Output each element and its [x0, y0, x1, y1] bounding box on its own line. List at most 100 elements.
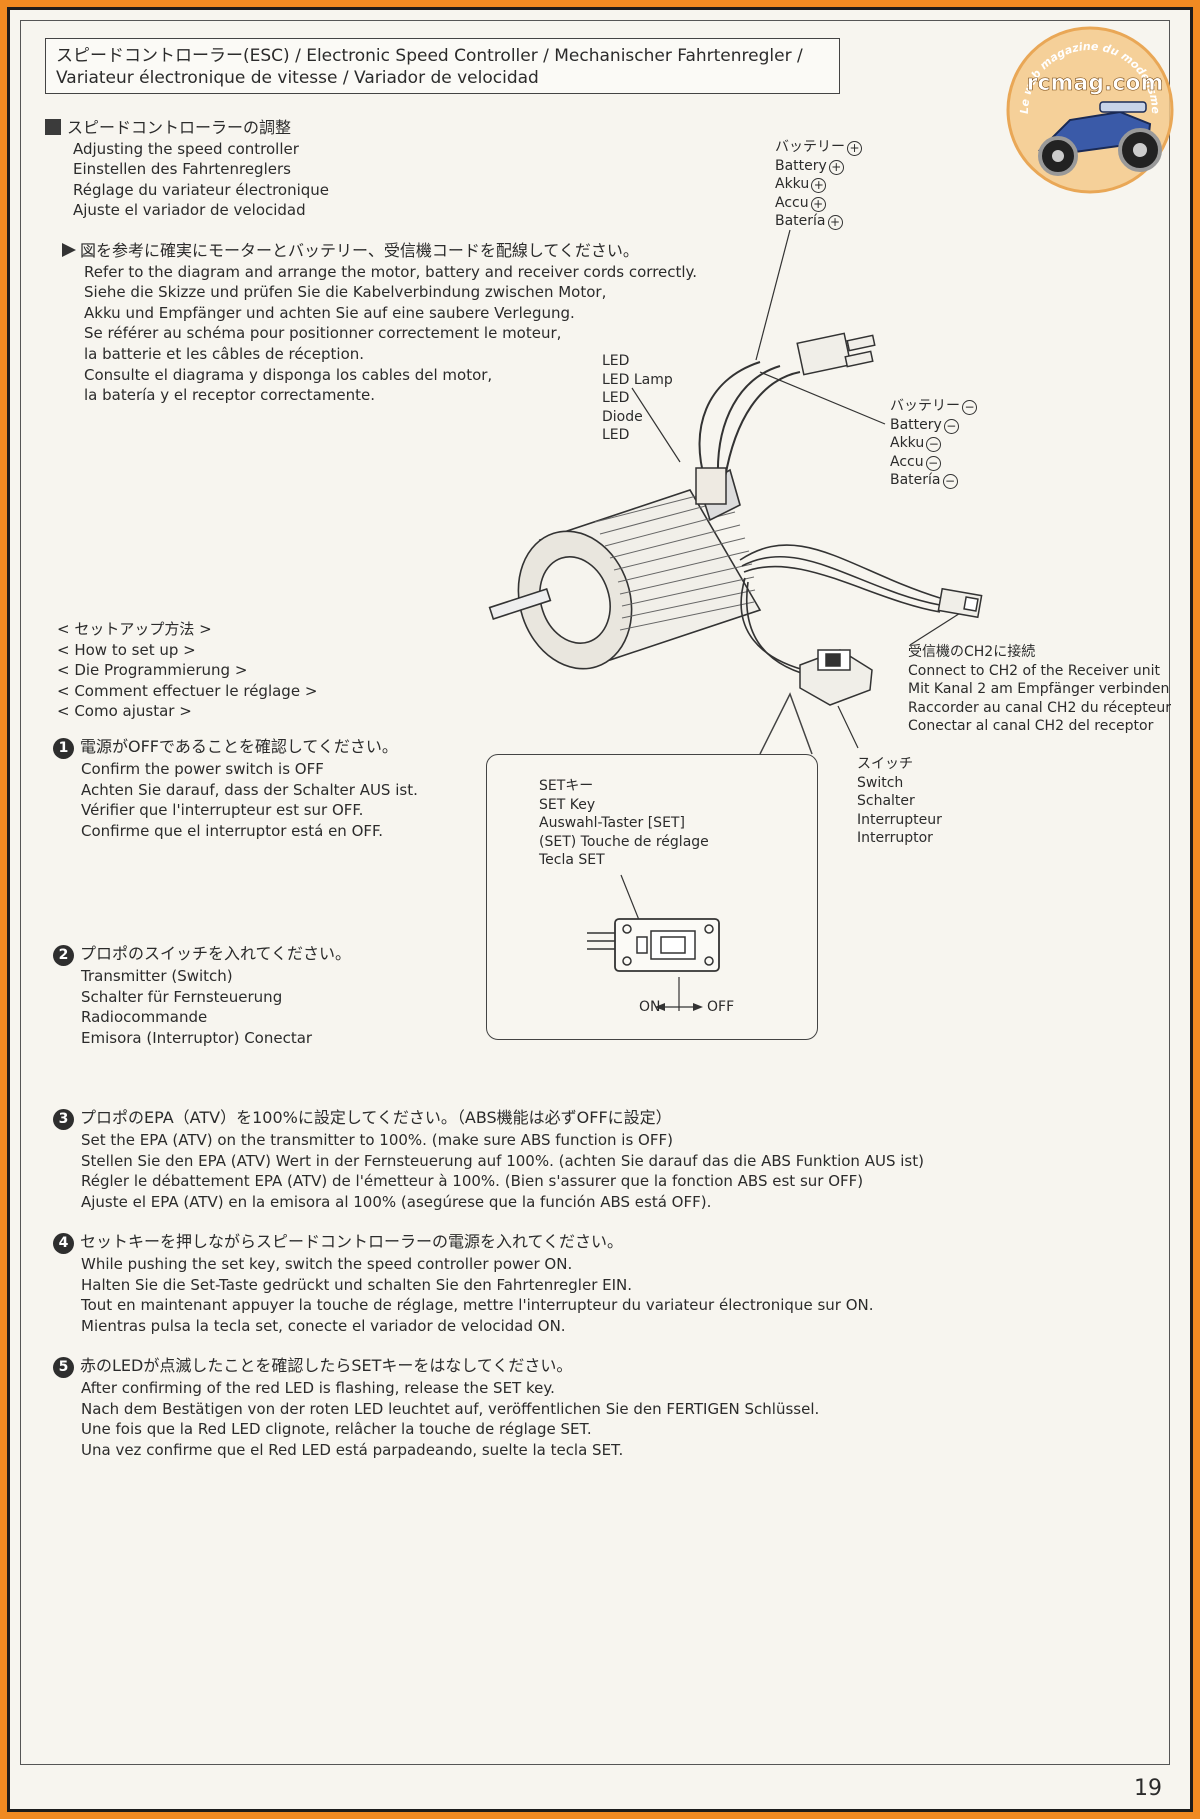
switch-label-line: Interrupteur [857, 811, 942, 828]
wiring-note-line: Se référer au schéma pour positionner co… [84, 324, 562, 343]
step-heading: 電源がOFFであることを確認してください。 [80, 737, 398, 756]
step-number-badge: 3 [53, 1109, 74, 1130]
setup-line: < How to set up > [57, 640, 196, 659]
adjust-heading: スピードコントローラーの調整 [67, 118, 292, 137]
plus-icon: + [847, 141, 862, 156]
step-heading: セットキーを押しながらスピードコントローラーの電源を入れてください。 [80, 1232, 624, 1251]
step-line: Transmitter (Switch) [81, 967, 233, 985]
adjust-line: Réglage du variateur électronique [73, 180, 330, 199]
set-key-label-line: Tecla SET [539, 852, 605, 868]
switch-label-line: Interruptor [857, 830, 933, 846]
switch-box-icon [799, 649, 873, 706]
leader-lines [619, 229, 966, 941]
receiver-label: 受信機のCH2に接続 Connect to CH2 of the Receive… [908, 643, 1171, 736]
triangle-bullet-icon [62, 243, 76, 257]
receiver-label-line: Raccorder au canal CH2 du récepteur [908, 699, 1172, 716]
set-key-label-line: (SET) Touche de réglage [539, 833, 709, 850]
receiver-label-line: Conectar al canal CH2 del receptor [908, 718, 1154, 734]
adjust-line: Adjusting the speed controller [73, 139, 299, 158]
rcmag-logo: Le web magazine du modelisme rcmag.com [1000, 20, 1180, 200]
plus-icon: + [828, 159, 844, 175]
adjust-line: Einstellen des Fahrtenreglers [73, 160, 291, 179]
setup-line: < Comment effectuer le réglage > [57, 681, 318, 700]
setup-heading: < セットアップ方法 > < How to set up > < Die Pro… [57, 619, 317, 722]
step-1: 1 電源がOFFであることを確認してください。 Confirm the power… [53, 737, 418, 841]
minus-icon: − [942, 474, 958, 489]
minus-icon: − [962, 400, 977, 415]
square-bullet-icon [45, 119, 61, 135]
receiver-label-line: 受信機のCH2に接続 [908, 644, 1036, 660]
led-icon [695, 467, 727, 505]
battery-minus-item: Battery [890, 416, 942, 433]
led-label-line: LED [602, 427, 630, 443]
plus-icon: + [811, 178, 827, 193]
step-line: Tout en maintenant appuyer la touche de … [81, 1296, 874, 1315]
receiver-plug-icon [937, 587, 983, 619]
step-number-badge: 4 [53, 1233, 74, 1254]
logo-brand: rcmag.com [1027, 71, 1164, 96]
set-key-label-line: SETキー [539, 778, 594, 794]
led-label-line: LED [602, 353, 630, 369]
battery-plus-item: Batería [775, 213, 826, 229]
wiring-note-line: Akku und Empfänger und achten Sie auf ei… [84, 303, 575, 322]
wiring-note-line: Refer to the diagram and arrange the mot… [84, 262, 698, 281]
page-title: スピードコントローラー(ESC) / Electronic Speed Cont… [45, 38, 840, 94]
plus-icon: + [827, 215, 843, 230]
battery-minus-item: Akku [890, 435, 925, 451]
set-key-callout: SETキー SET Key Auswahl-Taster [SET] (SET)… [486, 754, 818, 1040]
battery-wires [698, 361, 801, 481]
step-line: Stellen Sie den EPA (ATV) Wert in der Fe… [81, 1151, 924, 1170]
step-4: 4 セットキーを押しながらスピードコントローラーの電源を入れてください。 Whil… [53, 1232, 874, 1336]
step-number-badge: 5 [53, 1357, 74, 1378]
minus-icon: − [926, 437, 942, 452]
wiring-note-line: Consulte el diagrama y disponga los cabl… [84, 365, 493, 384]
plus-icon: + [810, 196, 826, 212]
battery-minus-jp: バッテリー [890, 398, 960, 414]
battery-plus-label: バッテリー+ Battery+ Akku+ Accu+ Batería+ [775, 138, 862, 231]
minus-icon: − [943, 418, 959, 434]
step-line: Achten Sie darauf, dass der Schalter AUS… [81, 780, 418, 799]
minus-icon: − [925, 455, 941, 471]
set-key-label: SETキー SET Key Auswahl-Taster [SET] (SET)… [539, 777, 709, 870]
step-line: Confirm the power switch is OFF [81, 760, 324, 778]
switch-label-line: Schalter [857, 793, 915, 809]
step-line: Emisora (Interruptor) Conectar [81, 1028, 313, 1047]
setup-line: < セットアップ方法 > [57, 620, 212, 638]
wiring-note-line: la batterie et les câbles de réception. [84, 344, 365, 363]
step-line: While pushing the set key, switch the sp… [81, 1255, 573, 1273]
step-line: Halten Sie die Set-Taste gedrückt und sc… [81, 1275, 633, 1294]
step-line: Radiocommande [81, 1008, 208, 1027]
step-line: Schalter für Fernsteuerung [81, 987, 283, 1006]
switch-label-line: スイッチ [857, 756, 913, 772]
battery-minus-item: Batería [890, 472, 941, 488]
title-line-2: Variateur électronique de vitesse / Vari… [56, 68, 539, 88]
switch-closeup-icon [587, 874, 720, 1011]
step-number-badge: 1 [53, 738, 74, 759]
setup-line: < Die Programmierung > [57, 661, 248, 680]
battery-plus-item: Battery [775, 157, 827, 174]
battery-connector-icon [796, 332, 876, 376]
led-label-line: Diode [602, 408, 643, 425]
led-label-line: LED Lamp [602, 371, 673, 388]
step-line: After confirming of the red LED is flash… [81, 1379, 555, 1397]
step-line: Una vez confirme que el Red LED está par… [81, 1440, 624, 1459]
step-line: Set the EPA (ATV) on the transmitter to … [81, 1131, 673, 1149]
battery-plus-jp: バッテリー [775, 139, 845, 155]
wiring-note-line: Siehe die Skizze und prüfen Sie die Kabe… [84, 283, 607, 302]
page-border [20, 20, 1170, 1765]
motor-icon [488, 468, 762, 670]
set-key-label-line: Auswahl-Taster [SET] [539, 815, 685, 831]
setup-line: < Como ajustar > [57, 702, 192, 721]
off-label: OFF [707, 999, 735, 1015]
adjust-line: Ajuste el variador de velocidad [73, 201, 306, 220]
step-heading: プロポのスイッチを入れてください。 [80, 944, 352, 963]
title-line-1: スピードコントローラー(ESC) / Electronic Speed Cont… [56, 46, 803, 66]
wiring-note-heading: 図を参考に確実にモーターとバッテリー、受信機コードを配線してください。 [80, 241, 639, 260]
switch-label-line: Switch [857, 774, 904, 791]
led-label-line: LED [602, 390, 630, 406]
battery-plus-item: Accu [775, 194, 809, 211]
step-heading: 赤のLEDが点滅したことを確認したらSETキーをはなしてください。 [80, 1356, 573, 1375]
